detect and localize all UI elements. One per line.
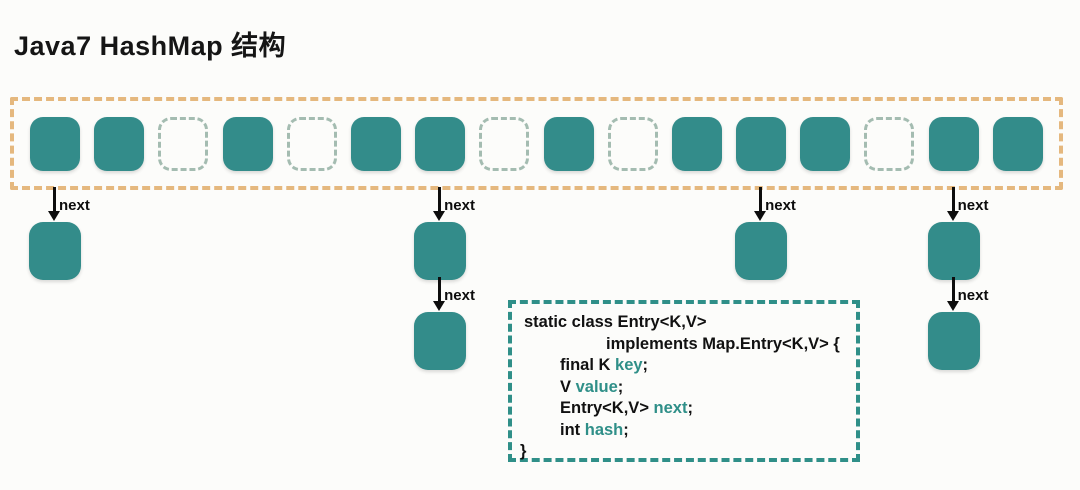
next-label: next [957, 287, 989, 304]
entry-node [927, 222, 980, 280]
bucket-slot-empty [864, 116, 915, 171]
code-line: V value; [512, 377, 856, 399]
next-label: next [444, 197, 475, 214]
next-arrow: next [735, 187, 831, 222]
arrow-line [951, 277, 955, 302]
code-keyword: value [575, 377, 618, 396]
next-arrow: next [29, 187, 125, 222]
entry-node [414, 312, 467, 370]
next-label: next [957, 197, 989, 214]
bucket-slot-filled [928, 116, 979, 171]
code-line: Entry<K,V> next; [512, 398, 856, 420]
entry-node [29, 222, 81, 280]
next-arrow: next [928, 277, 1024, 312]
bucket-slot-filled [415, 116, 466, 171]
code-text: ; [642, 356, 649, 374]
bucket-slot-empty [607, 116, 658, 171]
page-title: Java7 HashMap 结构 [14, 31, 287, 61]
arrow-line [53, 187, 56, 212]
bucket-slot-empty [158, 116, 209, 171]
bucket-chain: next [735, 187, 831, 280]
arrow-head-icon [754, 211, 767, 221]
bucket-slot-filled [350, 116, 401, 171]
code-line: implements Map.Entry<K,V> { [512, 334, 856, 356]
next-arrow: next [414, 277, 510, 312]
code-line: } [512, 441, 856, 463]
next-arrow: next [928, 187, 1024, 222]
bucket-slot-filled [222, 116, 273, 171]
arrow-head-icon [48, 211, 60, 221]
code-text: implements Map.Entry<K,V> { [606, 334, 840, 353]
next-label: next [59, 197, 90, 214]
next-label: next [444, 287, 475, 304]
code-text: final K [560, 356, 616, 374]
entry-node [735, 222, 788, 280]
arrow-head-icon [946, 211, 959, 221]
code-text: int [560, 420, 585, 439]
next-arrow: next [414, 187, 510, 222]
code-text: V [560, 377, 576, 396]
code-keyword: next [653, 399, 688, 417]
next-label: next [765, 197, 796, 214]
arrow-line [951, 187, 955, 212]
bucket-slot-filled [671, 116, 722, 171]
bucket-chain: next next [414, 187, 510, 370]
bucket-chain: next [29, 187, 125, 280]
arrow-line [438, 187, 442, 212]
arrow-head-icon [433, 211, 446, 221]
bucket-slot-filled [543, 116, 594, 171]
bucket-array-row [14, 101, 1059, 186]
code-keyword: key [615, 356, 643, 374]
code-text: ; [623, 420, 629, 439]
code-text: } [520, 442, 527, 460]
code-line: static class Entry<K,V> [512, 312, 856, 334]
arrow-head-icon [946, 301, 959, 311]
code-text: Entry<K,V> [560, 399, 654, 417]
bucket-array-band [10, 97, 1063, 190]
entry-node [414, 222, 467, 280]
bucket-slot-empty [479, 116, 530, 171]
bucket-slot-filled [800, 116, 851, 171]
code-text: ; [617, 377, 624, 396]
code-line: final K key; [512, 355, 856, 377]
bucket-slot-empty [286, 116, 337, 171]
bucket-chain: next next [927, 187, 1024, 370]
code-line: int hash; [512, 420, 856, 442]
code-text: static class Entry<K,V> [524, 313, 707, 331]
arrow-line [759, 187, 763, 212]
entry-node [927, 312, 980, 370]
entry-class-code-box: static class Entry<K,V> implements Map.E… [508, 300, 860, 462]
code-keyword: hash [584, 420, 624, 439]
arrow-head-icon [433, 301, 446, 311]
bucket-slot-filled [30, 116, 80, 171]
bucket-slot-filled [736, 116, 787, 171]
bucket-slot-filled [992, 116, 1043, 171]
arrow-line [438, 277, 442, 302]
code-text: ; [687, 399, 693, 417]
bucket-slot-filled [94, 116, 145, 171]
